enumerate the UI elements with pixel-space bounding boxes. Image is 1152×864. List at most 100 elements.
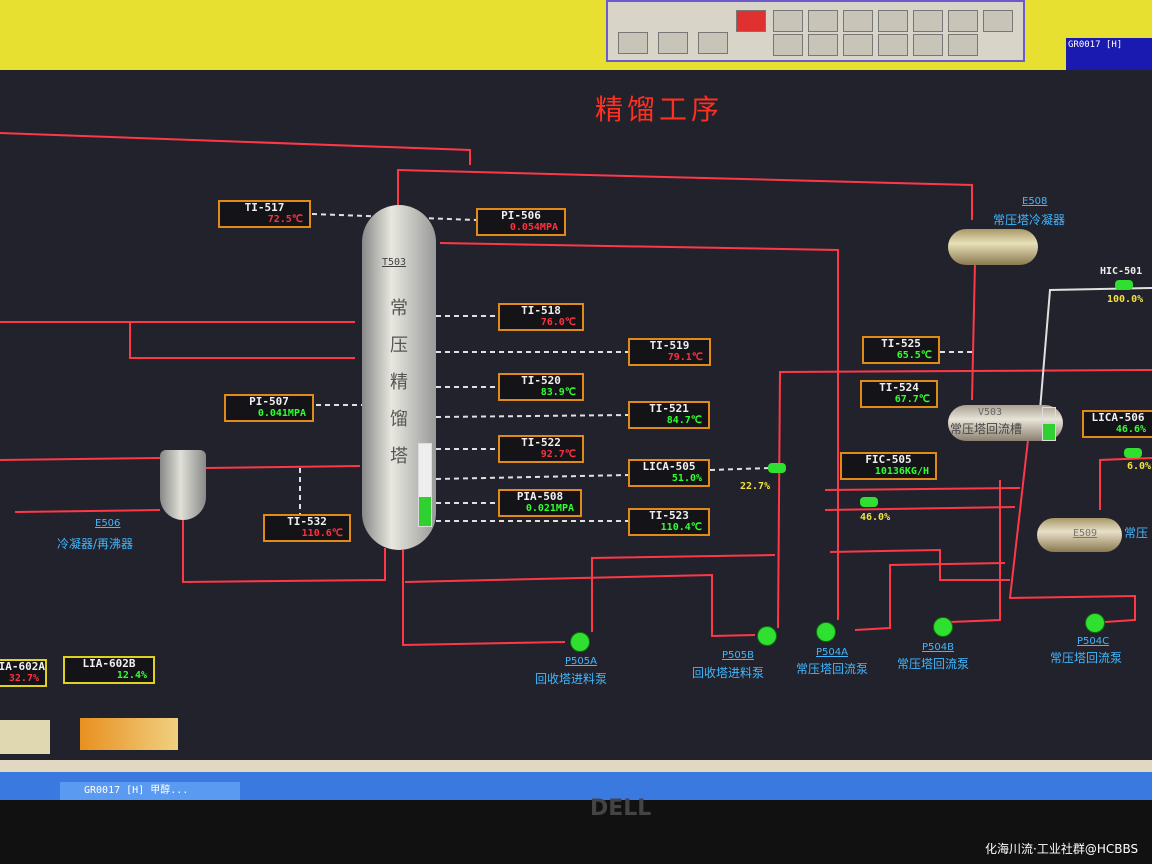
pipe [204,465,361,469]
valve-opening: 100.0% [1107,294,1144,305]
tag-name: TI-522 [521,436,561,449]
control-valve-hic-501[interactable] [1115,280,1133,290]
tag-value: 32.7% [8,673,39,684]
reboiler-e506[interactable] [160,450,206,520]
tool-button[interactable] [878,10,908,32]
pump-p505a[interactable] [570,632,590,652]
tool-button[interactable] [698,32,728,54]
e508-name: 常压塔冷凝器 [993,213,1066,227]
t503-name: 常压精馏塔 [390,298,408,467]
tag-name: TI-520 [521,374,561,387]
tag-value: 84.7℃ [666,415,702,426]
pipe [182,520,386,584]
tag-name: PI-507 [249,395,289,408]
tag-value: 12.4% [116,670,147,681]
tool-button[interactable] [658,32,688,54]
pipe [14,509,161,513]
tag-value: 10136KG/H [874,466,929,477]
tool-button[interactable] [843,10,873,32]
v503-level-gauge [1042,407,1056,441]
pipe [824,506,1016,511]
tool-button[interactable] [618,32,648,54]
monitor-brand-logo: DELL [590,796,652,821]
signal-lines [299,213,972,522]
tag-name: TI-524 [879,381,919,394]
tool-button[interactable] [808,10,838,32]
tool-button[interactable] [913,34,943,56]
pump-name: 回收塔进料泵 [535,672,608,686]
pipe [397,168,973,220]
condenser-e508[interactable] [948,229,1038,265]
pump-id: P504B [922,642,954,653]
taskbar: GR0017 [H] 甲醇... [0,760,1152,800]
pipe [404,573,756,638]
nav-button[interactable] [0,720,50,754]
pipe [591,554,776,632]
tag-name: TI-521 [649,402,689,415]
control-valve[interactable] [768,463,786,473]
pipe [0,132,471,165]
pump-p504b[interactable] [933,617,953,637]
pump-p505b[interactable] [757,626,777,646]
tag-name: TI-517 [244,201,285,214]
pump-id: P505B [722,650,754,661]
column-t503[interactable]: T503 常压精馏塔 [362,205,436,550]
tag-value: 110.4℃ [660,522,702,533]
tag-name: LICA-505 [642,460,696,473]
window-tag: GR0017 [H] [1066,38,1152,70]
pump-p504a[interactable] [816,622,836,642]
tool-button[interactable] [773,10,803,32]
tool-button[interactable] [948,10,978,32]
v503-name: 常压塔回流槽 [950,422,1023,436]
v503-id: V503 [978,407,1003,418]
e508-id: E508 [1022,196,1048,207]
tool-button[interactable] [983,10,1013,32]
tool-button[interactable] [913,10,943,32]
tag-name: LIA-602B [82,657,136,670]
tool-button[interactable] [808,34,838,56]
e506-name: 冷凝器/再沸器 [57,537,134,551]
exchanger-e509[interactable]: E509 [1037,518,1122,552]
pipe [854,562,1006,631]
taskbar-item[interactable]: GR0017 [H] 甲醇... [60,782,240,800]
e506-id: E506 [95,518,121,529]
valve-opening: 22.7% [740,481,771,492]
pipe-diagram [0,132,1152,647]
pipe [439,242,839,620]
tool-button[interactable] [948,34,978,56]
tool-button[interactable] [878,34,908,56]
tool-button[interactable] [773,34,803,56]
monitor-bezel: DELL 化海川流·工业社群@HCBBS [0,796,1152,864]
pipe [777,369,1152,629]
control-valve[interactable] [1124,448,1142,458]
tool-button[interactable] [843,34,873,56]
tag-value: 76.0℃ [540,317,576,328]
tool-button[interactable] [736,10,766,32]
pump-p504c[interactable] [1085,613,1105,633]
tag-value: 0.021MPA [525,503,574,514]
tag-value: 72.5℃ [267,214,303,225]
control-valve[interactable] [860,497,878,507]
pipe [971,261,976,401]
drum-v503[interactable]: V503 常压塔回流槽 [948,405,1063,441]
nav-button[interactable] [80,718,178,750]
pump-name: 回收塔进料泵 [692,666,765,680]
